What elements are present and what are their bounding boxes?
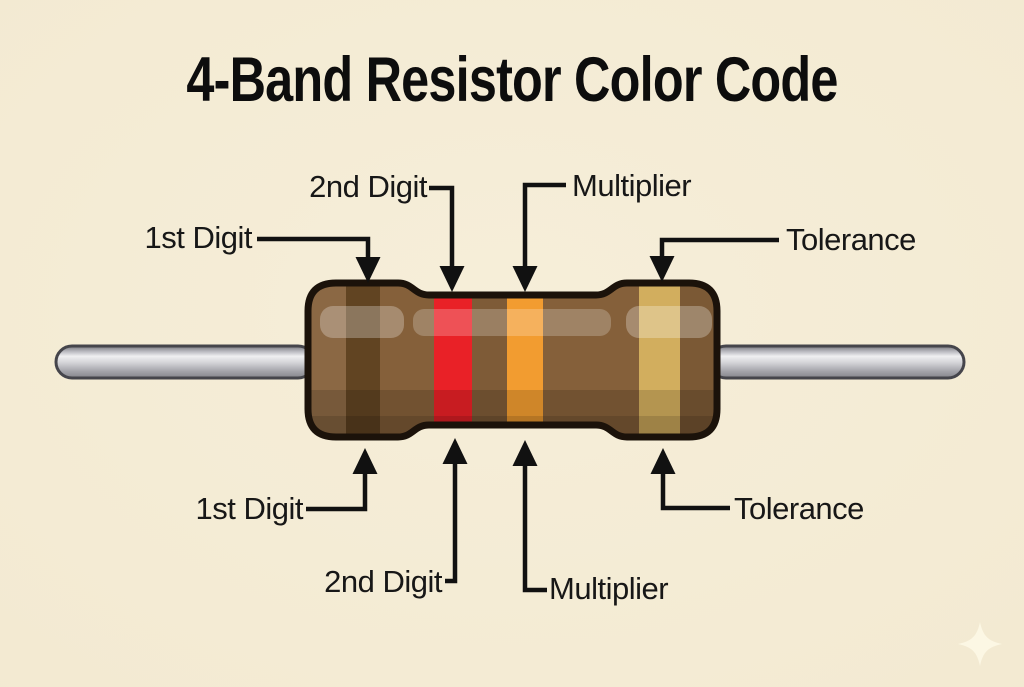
body-highlight-left — [320, 306, 404, 338]
callout-bottom-2nd-digit: 2nd Digit — [324, 564, 442, 599]
page-title-text: 4-Band Resistor Color Code — [186, 45, 838, 115]
arrow-bottom-2nd-digit — [442, 438, 468, 584]
callout-top-1st-digit: 1st Digit — [144, 220, 253, 255]
callout-bottom-multiplier: Multiplier — [549, 571, 669, 606]
arrow-bottom-1st-digit — [306, 448, 378, 512]
body-detail — [308, 283, 717, 437]
arrow-bottom-multiplier — [512, 440, 547, 593]
arrow-bottom-tolerance — [650, 448, 730, 511]
band-1st-digit — [346, 283, 380, 437]
sparkle-icon — [958, 622, 1002, 666]
arrow-top-2nd-digit — [429, 185, 465, 292]
callout-top-multiplier: Multiplier — [572, 168, 692, 203]
arrow-top-tolerance — [649, 237, 779, 282]
arrow-top-multiplier — [512, 182, 566, 292]
arrow-top-1st-digit — [257, 236, 381, 283]
right-lead-wire — [708, 344, 966, 380]
body-highlight-right — [626, 306, 712, 338]
resistor-body-outline — [304, 279, 721, 441]
body-shade-right — [680, 283, 717, 437]
callout-bottom-1st-digit: 1st Digit — [195, 491, 304, 526]
band-2nd-digit — [434, 295, 472, 425]
band-tolerance — [639, 283, 680, 437]
page-title: 4-Band Resistor Color Code — [186, 44, 838, 116]
callout-top-tolerance: Tolerance — [786, 222, 916, 257]
body-shade-mid — [472, 295, 507, 425]
left-lead-wire — [54, 344, 316, 380]
body-highlight-middle — [413, 309, 611, 336]
band-multiplier — [507, 295, 543, 425]
callout-top-2nd-digit: 2nd Digit — [309, 169, 427, 204]
body-shade-left — [308, 283, 346, 437]
callout-bottom-tolerance: Tolerance — [734, 491, 864, 526]
